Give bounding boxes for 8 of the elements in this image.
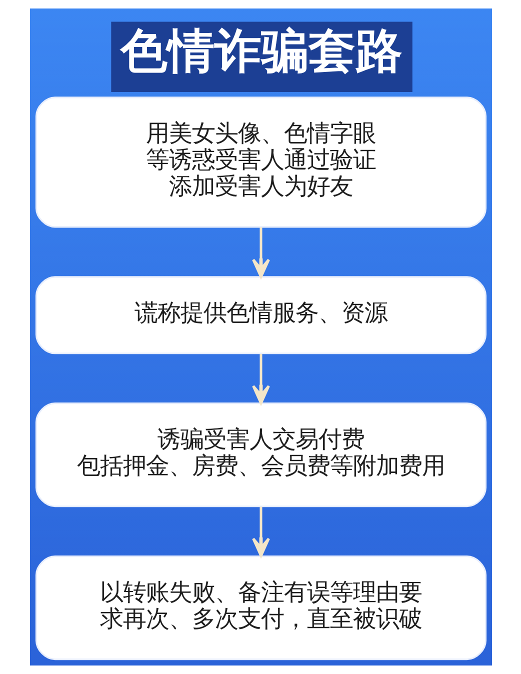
diagram-title: 色情诈骗套路 — [120, 24, 402, 79]
node-box: 谎称提供色情服务、资源 — [34, 276, 486, 354]
arrow — [252, 506, 270, 558]
node-box: 诱骗受害人交易付费 包括押金、房费、会员费等附加费用 — [34, 402, 486, 508]
node-box: 以转账失败、备注有误等理由要求再次、多次支付，直至被识破 — [34, 556, 486, 660]
arrow — [252, 354, 270, 404]
node-box: 用美女头像、色情字眼等诱惑受害人通过验证 添加受害人为好友 — [34, 96, 486, 228]
arrow — [252, 227, 270, 278]
